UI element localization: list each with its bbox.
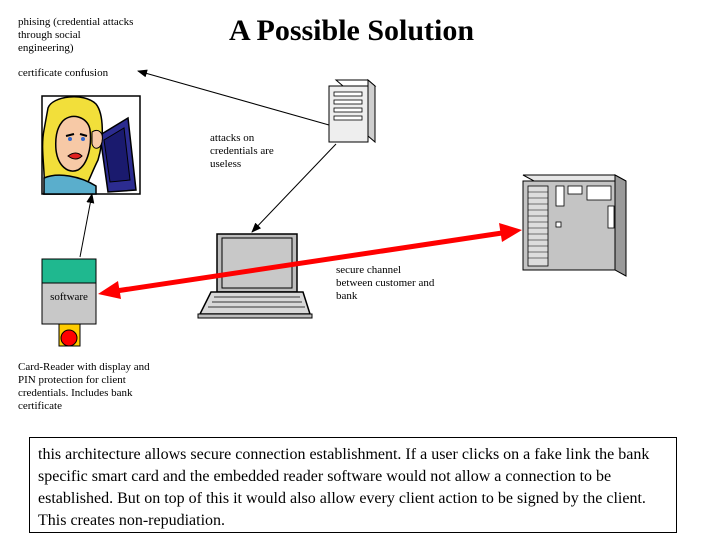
- laptop-icon: [197, 233, 313, 319]
- card-reader-icon: [41, 258, 97, 347]
- page-title: A Possible Solution: [229, 14, 475, 47]
- arrow-server-to-cert-confusion: [137, 69, 330, 126]
- caption-text: this architecture allows secure connecti…: [38, 446, 650, 529]
- attacks-useless-label: attacks on credentials are useless: [210, 132, 274, 170]
- secure-channel-label: secure channel between customer and bank: [336, 264, 435, 302]
- cert-confusion-label: certificate confusion: [18, 67, 109, 79]
- caption-box: this architecture allows secure connecti…: [29, 437, 677, 533]
- arrow-reader-to-user: [79, 193, 95, 258]
- mainframe-icon: [522, 174, 627, 277]
- secure-channel-arrow: [98, 223, 522, 299]
- software-label: software: [50, 291, 88, 303]
- arrow-server-to-laptop: [251, 143, 337, 233]
- woman-at-computer-icon: [41, 95, 141, 195]
- phishing-label: phising (credential attacks through soci…: [18, 16, 134, 54]
- card-reader-label: Card-Reader with display and PIN protect…: [18, 361, 150, 412]
- server-tower-icon: [328, 78, 377, 144]
